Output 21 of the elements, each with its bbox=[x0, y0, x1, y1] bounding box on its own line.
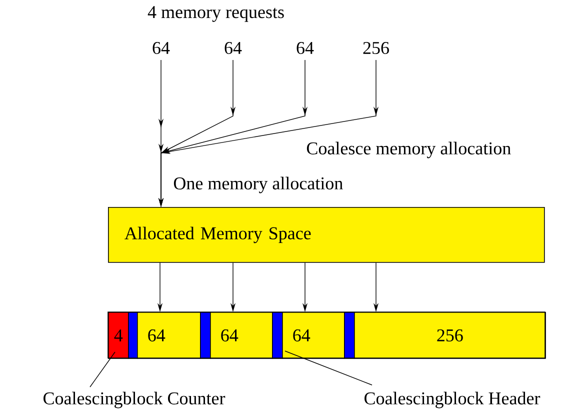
header-cell bbox=[200, 312, 211, 359]
heading: 4 memory requests bbox=[148, 6, 284, 22]
annotation: One memory allocation bbox=[174, 176, 343, 194]
memory-block: 64 bbox=[282, 312, 345, 359]
request-size: 256 bbox=[363, 42, 389, 54]
callout-text: Coalescingblock Counter bbox=[44, 392, 226, 408]
header-cell bbox=[344, 312, 355, 359]
request-size: 64 bbox=[224, 42, 242, 54]
header-cell bbox=[128, 312, 138, 359]
leader-line bbox=[284, 350, 372, 386]
header-cell bbox=[272, 312, 283, 359]
memory-block: 64 bbox=[137, 312, 201, 359]
memory-space-box: Allocated Memory Space bbox=[108, 207, 545, 263]
leader-line bbox=[90, 352, 116, 388]
memory-block: 256 bbox=[354, 312, 546, 359]
request-size: 64 bbox=[296, 42, 314, 54]
counter-cell: 4 bbox=[108, 312, 129, 359]
memory-block: 64 bbox=[210, 312, 273, 359]
request-size: 64 bbox=[152, 42, 170, 54]
callout-text: Coalescingblock Header bbox=[364, 392, 540, 408]
annotation: Coalesce memory allocation bbox=[306, 142, 511, 158]
